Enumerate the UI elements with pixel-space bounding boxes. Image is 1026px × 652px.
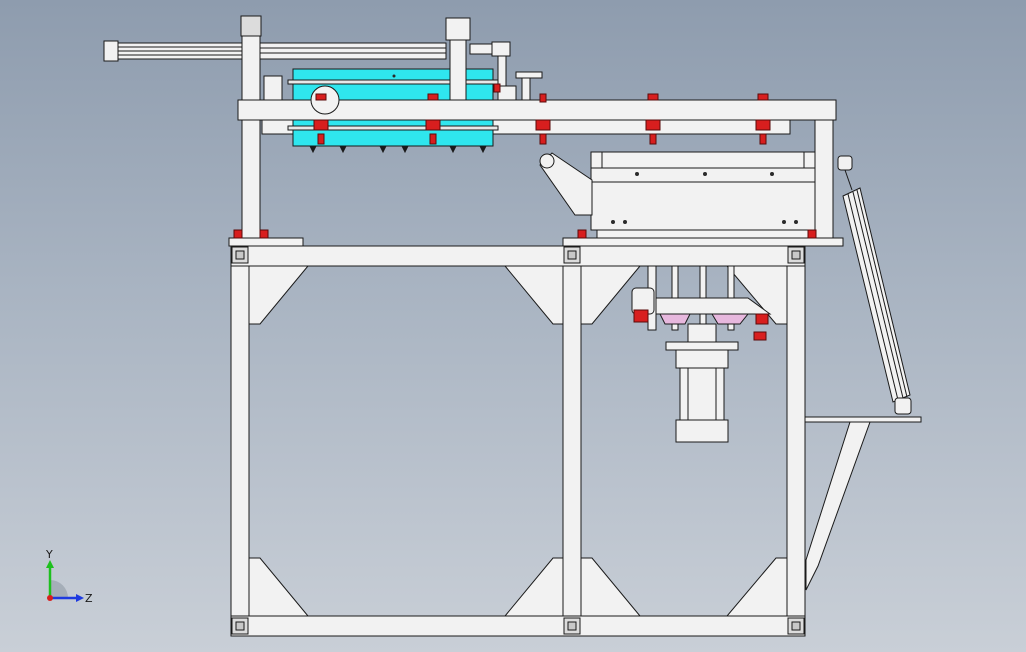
housing-screws [392,74,798,224]
horizontal-cylinder [103,17,543,101]
y-axis-label: Y [45,548,53,561]
outrigger-bracket [804,416,922,591]
view-orientation-triad[interactable]: Y Z [36,548,96,612]
fasteners [233,83,817,341]
housing-box [590,151,816,239]
base-frame [230,245,806,637]
vertical-actuator [631,265,772,443]
origin-dot [47,595,53,601]
mounting-plates [228,237,844,247]
z-axis-label: Z [85,592,93,605]
inclined-cylinder [837,155,912,415]
swing-arm [539,152,593,216]
